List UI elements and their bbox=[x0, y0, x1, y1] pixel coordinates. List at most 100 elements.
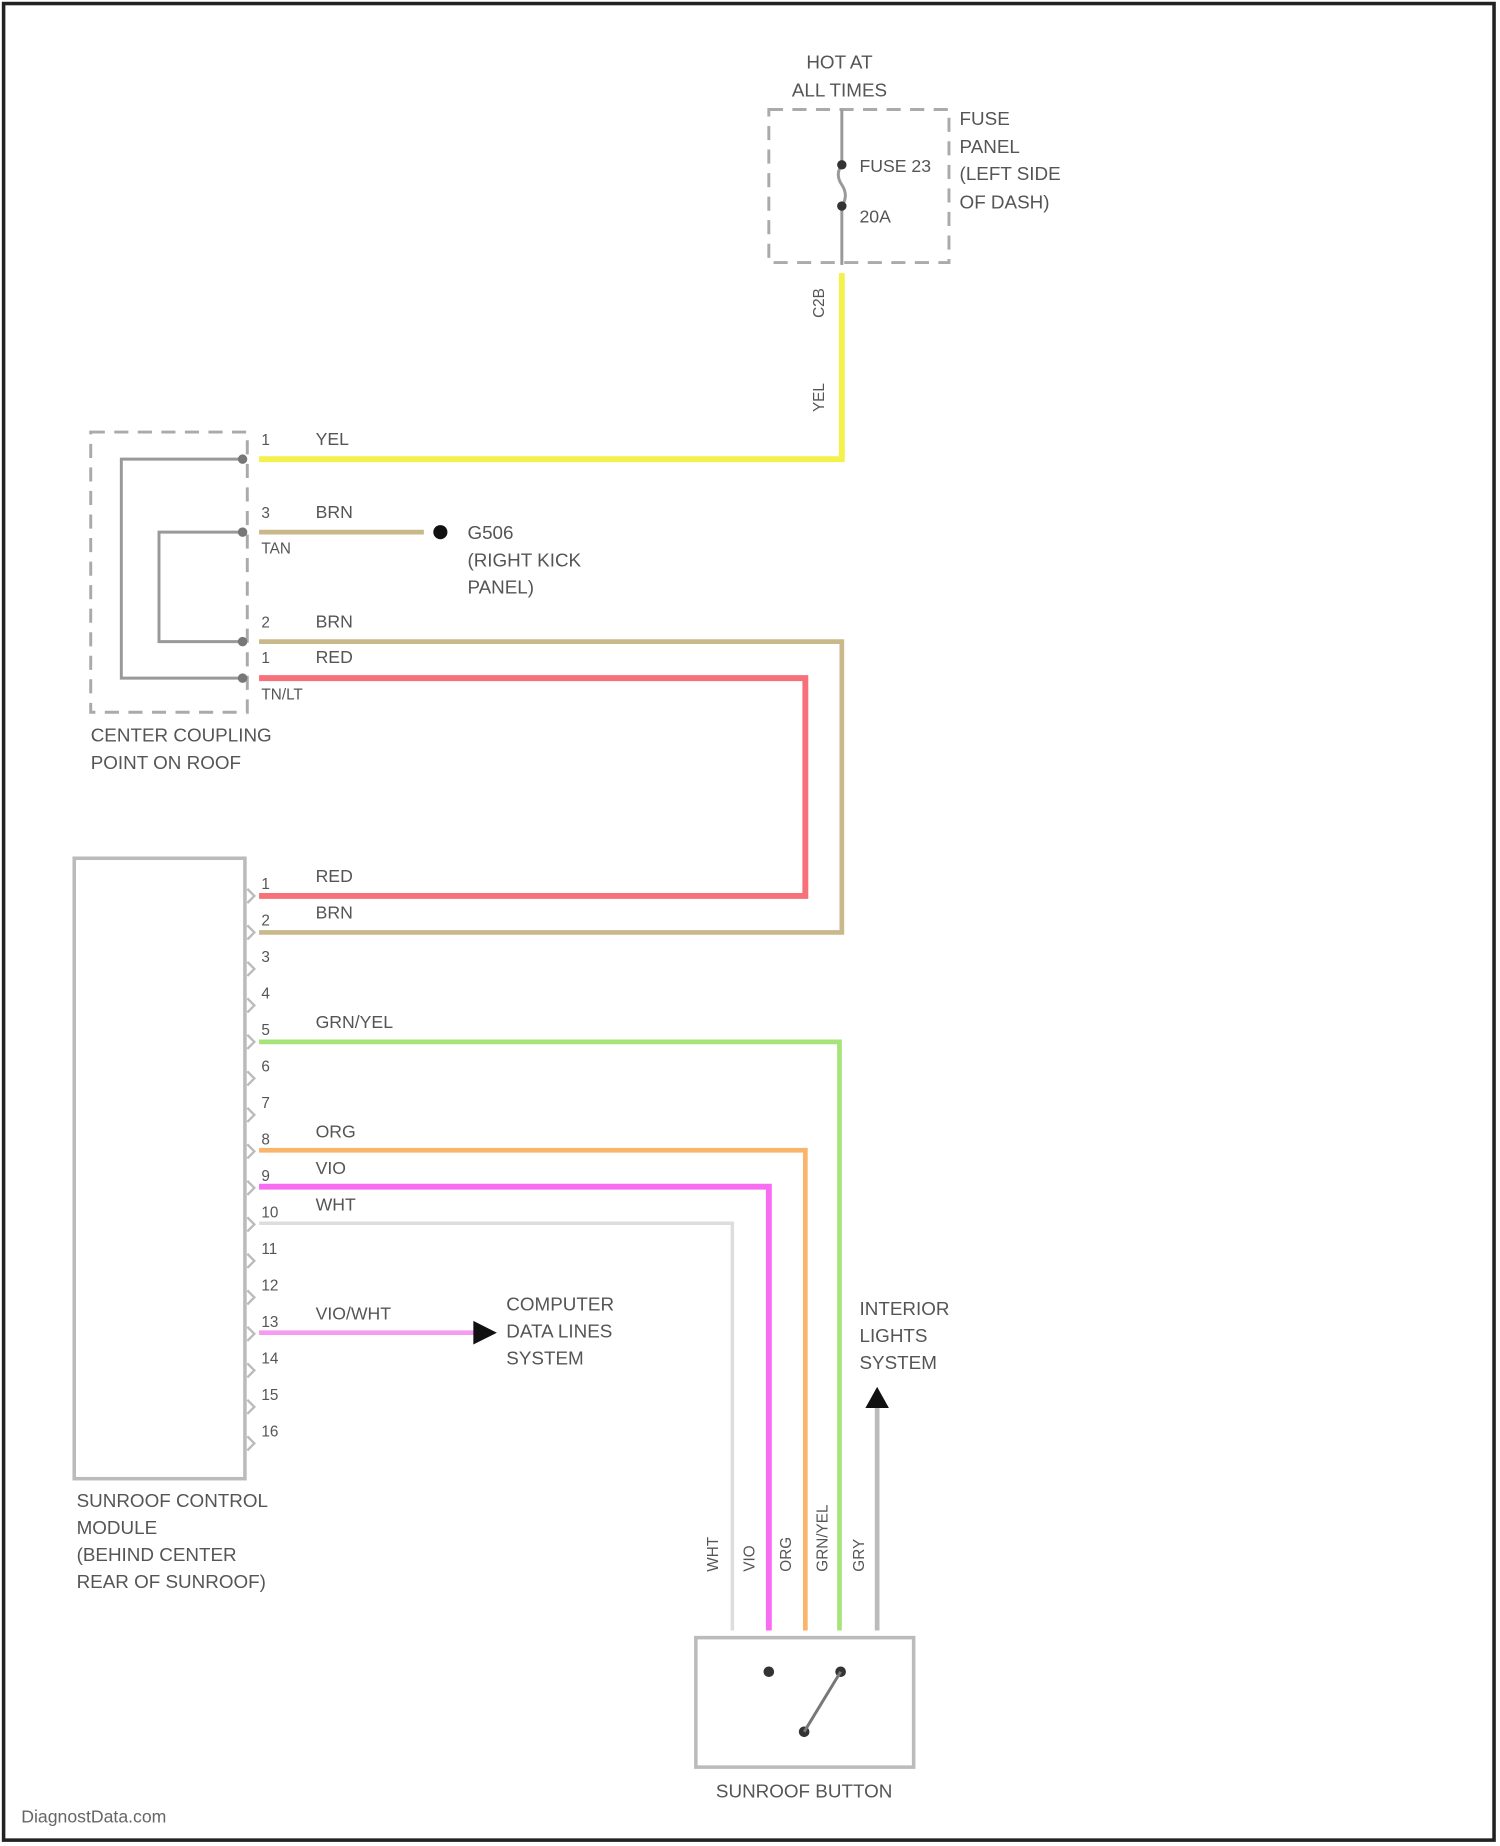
panel-label: FUSE bbox=[960, 108, 1010, 129]
pin-terminal bbox=[247, 1035, 254, 1049]
wire-label: BRN bbox=[316, 902, 353, 922]
wire-label: TN/LT bbox=[261, 686, 302, 703]
pin-number: 1 bbox=[261, 876, 270, 893]
wire-wht bbox=[259, 1223, 732, 1630]
pin-number: 4 bbox=[261, 985, 270, 1002]
panel-label: PANEL bbox=[960, 136, 1020, 157]
module-label: MODULE bbox=[77, 1517, 158, 1538]
wire-label: GRN/YEL bbox=[815, 1505, 832, 1572]
pin-terminal bbox=[247, 925, 254, 939]
center-coupling: 1 YEL 3 BRN TAN 2 BRN 1 RED TN/LT CENTER… bbox=[91, 429, 353, 773]
module-label: SUNROOF CONTROL bbox=[77, 1490, 268, 1511]
wire-label: VIO/WHT bbox=[316, 1304, 392, 1324]
pin-terminal bbox=[247, 1327, 254, 1341]
arrow-right-icon bbox=[473, 1321, 497, 1345]
wire-label: BRN bbox=[316, 611, 353, 631]
computer-data-label: SYSTEM bbox=[506, 1347, 583, 1368]
wire-label: TAN bbox=[261, 540, 290, 557]
power-label: ALL TIMES bbox=[792, 80, 887, 101]
ground-g506: G506 (RIGHT KICK PANEL) bbox=[433, 522, 581, 597]
pin-number: 8 bbox=[261, 1131, 270, 1148]
fuse-rating: 20A bbox=[859, 207, 891, 227]
pin-number: 3 bbox=[261, 949, 270, 966]
pin-terminal bbox=[247, 1071, 254, 1085]
pin-number: 10 bbox=[261, 1204, 278, 1221]
interior-lights-label: INTERIOR bbox=[859, 1298, 949, 1319]
wire-label: GRN/YEL bbox=[316, 1012, 394, 1032]
fuse-panel: HOT AT ALL TIMES FUSE 23 20A FUSE PANEL … bbox=[769, 51, 1061, 412]
computer-data-label: DATA LINES bbox=[506, 1320, 612, 1341]
module-label: REAR OF SUNROOF) bbox=[77, 1571, 266, 1592]
pin-number: 1 bbox=[261, 432, 270, 449]
pin-terminal bbox=[247, 1363, 254, 1377]
pin-terminal bbox=[247, 1436, 254, 1450]
pin-number: 2 bbox=[261, 912, 270, 929]
pin-number: 1 bbox=[261, 650, 270, 667]
wire-label: VIO bbox=[316, 1158, 346, 1178]
wire-label: BRN bbox=[316, 502, 353, 522]
pin-terminal bbox=[247, 1290, 254, 1304]
coupling-label: POINT ON ROOF bbox=[91, 752, 241, 773]
wire-label: YEL bbox=[316, 429, 350, 449]
pin-number: 12 bbox=[261, 1277, 278, 1294]
wire-label: YEL bbox=[811, 383, 828, 412]
pin-terminal bbox=[247, 1217, 254, 1231]
pin-number: 14 bbox=[261, 1350, 279, 1367]
pin-number: 3 bbox=[261, 505, 270, 522]
power-label: HOT AT bbox=[806, 51, 873, 72]
arrow-up-icon bbox=[865, 1387, 889, 1408]
coupling-box bbox=[91, 432, 248, 712]
pin-terminal bbox=[247, 1400, 254, 1414]
pin-terminal bbox=[247, 1181, 254, 1195]
computer-data-label: COMPUTER bbox=[506, 1293, 614, 1314]
ground-label: G506 bbox=[467, 522, 513, 543]
pin-number: 9 bbox=[261, 1168, 270, 1185]
pin-number: 6 bbox=[261, 1058, 270, 1075]
button-box bbox=[696, 1638, 914, 1768]
fuse-panel-box bbox=[769, 109, 949, 262]
fuse-name: FUSE 23 bbox=[859, 156, 931, 176]
ground-label: PANEL) bbox=[467, 576, 534, 597]
pin-number: 7 bbox=[261, 1095, 270, 1112]
pin-terminal bbox=[247, 1254, 254, 1268]
button-label: SUNROOF BUTTON bbox=[716, 1781, 892, 1802]
panel-label: OF DASH) bbox=[960, 191, 1050, 212]
ground-icon bbox=[433, 525, 447, 539]
interior-lights: INTERIOR LIGHTS SYSTEM bbox=[859, 1298, 949, 1408]
module-box bbox=[74, 858, 245, 1478]
pin-terminal bbox=[247, 1108, 254, 1122]
ground-label: (RIGHT KICK bbox=[467, 549, 581, 570]
wire-label: RED bbox=[316, 647, 353, 667]
wire-label: WHT bbox=[705, 1537, 722, 1572]
module-label: (BEHIND CENTER bbox=[77, 1544, 237, 1565]
pin-terminal bbox=[247, 998, 254, 1012]
wires bbox=[259, 273, 877, 1630]
pin-terminal bbox=[247, 1144, 254, 1158]
wire-label: GRY bbox=[851, 1539, 868, 1572]
pin-terminal bbox=[247, 889, 254, 903]
computer-data-lines: COMPUTER DATA LINES SYSTEM bbox=[473, 1293, 614, 1368]
wire-label: VIO bbox=[742, 1545, 759, 1571]
interior-lights-label: SYSTEM bbox=[859, 1352, 936, 1373]
coupling-label: CENTER COUPLING bbox=[91, 725, 272, 746]
pin-number: 5 bbox=[261, 1022, 270, 1039]
pin-number: 13 bbox=[261, 1314, 278, 1331]
pin-number: 2 bbox=[261, 614, 270, 631]
interior-lights-label: LIGHTS bbox=[859, 1325, 927, 1346]
wire-label: ORG bbox=[316, 1121, 356, 1141]
panel-label: (LEFT SIDE bbox=[960, 163, 1061, 184]
pin-number: 11 bbox=[261, 1241, 277, 1258]
wire-vio bbox=[259, 1187, 769, 1631]
wire-label: ORG bbox=[778, 1537, 795, 1572]
wire-label: RED bbox=[316, 866, 353, 886]
pin-number: 16 bbox=[261, 1423, 278, 1440]
watermark: DiagnostData.com bbox=[21, 1806, 166, 1826]
wire-brn bbox=[259, 642, 842, 933]
wire-label: WHT bbox=[316, 1194, 356, 1214]
connector-label: C2B bbox=[811, 288, 828, 318]
wire-red bbox=[259, 678, 805, 896]
fuse-icon bbox=[838, 165, 845, 206]
